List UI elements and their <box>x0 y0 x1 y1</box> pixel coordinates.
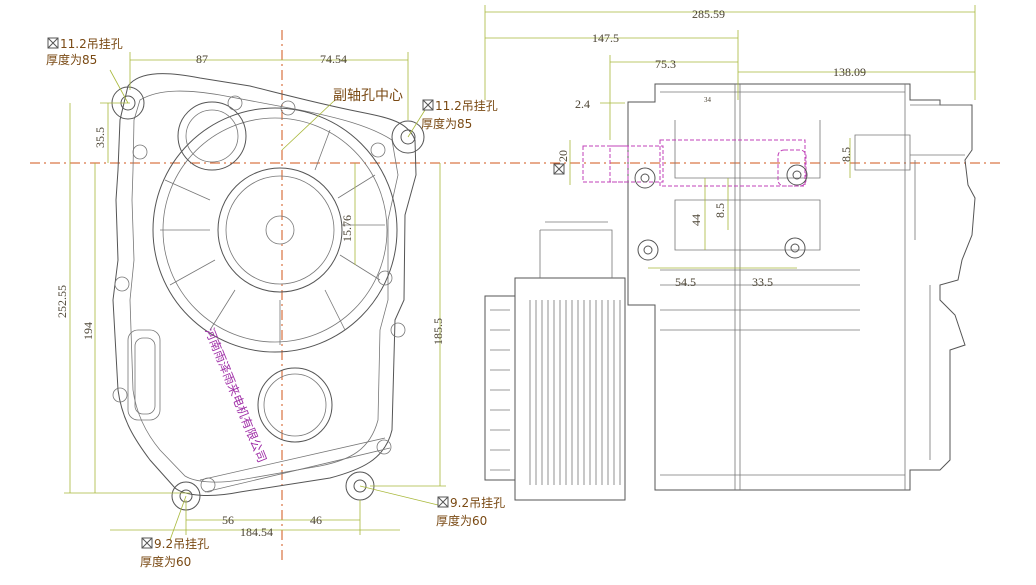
dim-left-offset: 35.5 <box>93 127 107 148</box>
left-dimension-lines <box>64 52 446 541</box>
dim-mid-small: 8.5 <box>713 203 727 218</box>
right-housing <box>484 83 976 501</box>
dim-inner-height: 194 <box>81 322 95 340</box>
label-top-right-hole: 11.2吊挂孔 <box>435 99 498 113</box>
dim-bottom-total: 184.54 <box>240 525 273 539</box>
label-shaft-center: 副轴孔中心 <box>333 88 403 104</box>
dim-top-left: 87 <box>196 52 208 66</box>
left-hole-labels: 11.2吊挂孔 厚度为85 11.2吊挂孔 厚度为85 副轴孔中心 9.2吊挂孔… <box>46 37 505 569</box>
label-top-left-thickness: 厚度为85 <box>46 52 97 67</box>
output-shaft <box>582 139 807 187</box>
dim-width-a: 147.5 <box>592 31 619 45</box>
dim-width-c: 138.09 <box>833 65 866 79</box>
label-bottom-left-thickness: 厚度为60 <box>140 554 191 569</box>
label-top-left-hole: 11.2吊挂孔 <box>60 37 123 51</box>
dim-mid-offset: 15.76 <box>340 215 354 242</box>
dim-left-height: 252.55 <box>55 285 69 318</box>
motor-fins <box>490 300 621 485</box>
dim-right-height: 185.5 <box>431 318 445 345</box>
dim-tiny-label: 34 <box>704 96 712 104</box>
dim-bottom-left: 56 <box>222 513 234 527</box>
label-bottom-right-thickness: 厚度为60 <box>436 513 487 528</box>
right-dimension-lines <box>484 5 976 269</box>
left-dimension-text: 87 74.54 35.5 15.76 252.55 194 185.5 56 … <box>55 52 445 539</box>
label-bottom-left-hole: 9.2吊挂孔 <box>154 537 209 551</box>
dim-bottom-right: 46 <box>310 513 322 527</box>
right-dimension-text: 285.59 147.5 75.3 138.09 2.4 34 20 8.5 4… <box>553 7 866 289</box>
dim-top-right: 74.54 <box>320 52 347 66</box>
dim-shaft-dia: 20 <box>556 150 570 162</box>
dim-offset-small: 2.4 <box>575 97 590 111</box>
watermark-text: 河南雨泽雨来电机有限公司 <box>202 326 270 465</box>
dim-bottom-b: 33.5 <box>752 275 773 289</box>
dim-width-b: 75.3 <box>655 57 676 71</box>
label-top-right-thickness: 厚度为85 <box>421 116 472 131</box>
dim-right-small: 8.5 <box>839 147 853 162</box>
dim-total-width: 285.59 <box>692 7 725 21</box>
left-housing <box>111 73 425 511</box>
label-bottom-right-hole: 9.2吊挂孔 <box>450 496 505 510</box>
dim-bottom-a: 54.5 <box>675 275 696 289</box>
dim-height-44: 44 <box>689 214 703 226</box>
